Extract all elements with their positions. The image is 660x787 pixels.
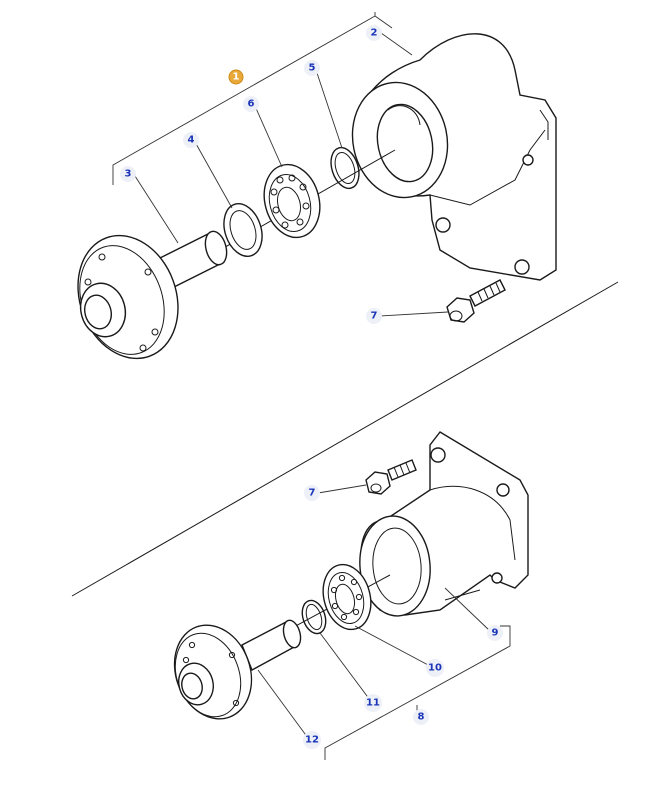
callout-8[interactable]: 8 [413,709,429,725]
bearing-part-6 [263,163,321,239]
callout-12[interactable]: 12 [303,731,321,749]
callout-10-label: 10 [428,663,442,674]
bolt-part-7-upper [446,279,506,323]
bolt-part-7-lower [365,459,417,495]
callout-1[interactable]: 1 [228,69,244,85]
callout-12-label: 12 [305,735,319,746]
callout-8-label: 8 [418,712,425,723]
callout-4-label: 4 [188,135,195,146]
callout-5-label: 5 [309,63,316,74]
callout-9-label: 9 [492,628,499,639]
housing-part-2 [351,33,557,281]
callout-7-lower-label: 7 [309,488,316,499]
circlip-part-11 [301,599,327,635]
callout-7-upper[interactable]: 7 [366,308,382,324]
callout-2-label: 2 [371,28,378,39]
assembly-bracket-upper [112,12,376,185]
shaft-part-12 [173,619,302,720]
callout-6[interactable]: 6 [243,96,259,112]
callout-7-upper-label: 7 [371,311,378,322]
callout-3[interactable]: 3 [120,166,136,182]
assembly-bracket-lower [324,625,511,760]
bracket-tick [374,15,393,29]
shaft-part-3 [77,230,228,360]
callout-9[interactable]: 9 [487,625,503,641]
callout-5[interactable]: 5 [304,60,320,76]
callout-1-label: 1 [233,72,240,83]
bearing-part-10 [322,563,372,631]
callout-3-label: 3 [125,169,132,180]
circlip-part-5 [330,146,360,190]
housing-part-9 [359,431,529,617]
callout-2[interactable]: 2 [366,25,382,41]
callout-7-lower[interactable]: 7 [304,485,320,501]
leader-lines [134,32,491,739]
callout-11[interactable]: 11 [364,694,382,712]
section-divider [71,281,619,597]
callout-4[interactable]: 4 [183,132,199,148]
callout-11-label: 11 [366,698,380,709]
ring-part-4 [223,203,263,257]
callout-6-label: 6 [248,99,255,110]
callout-10[interactable]: 10 [426,659,444,677]
